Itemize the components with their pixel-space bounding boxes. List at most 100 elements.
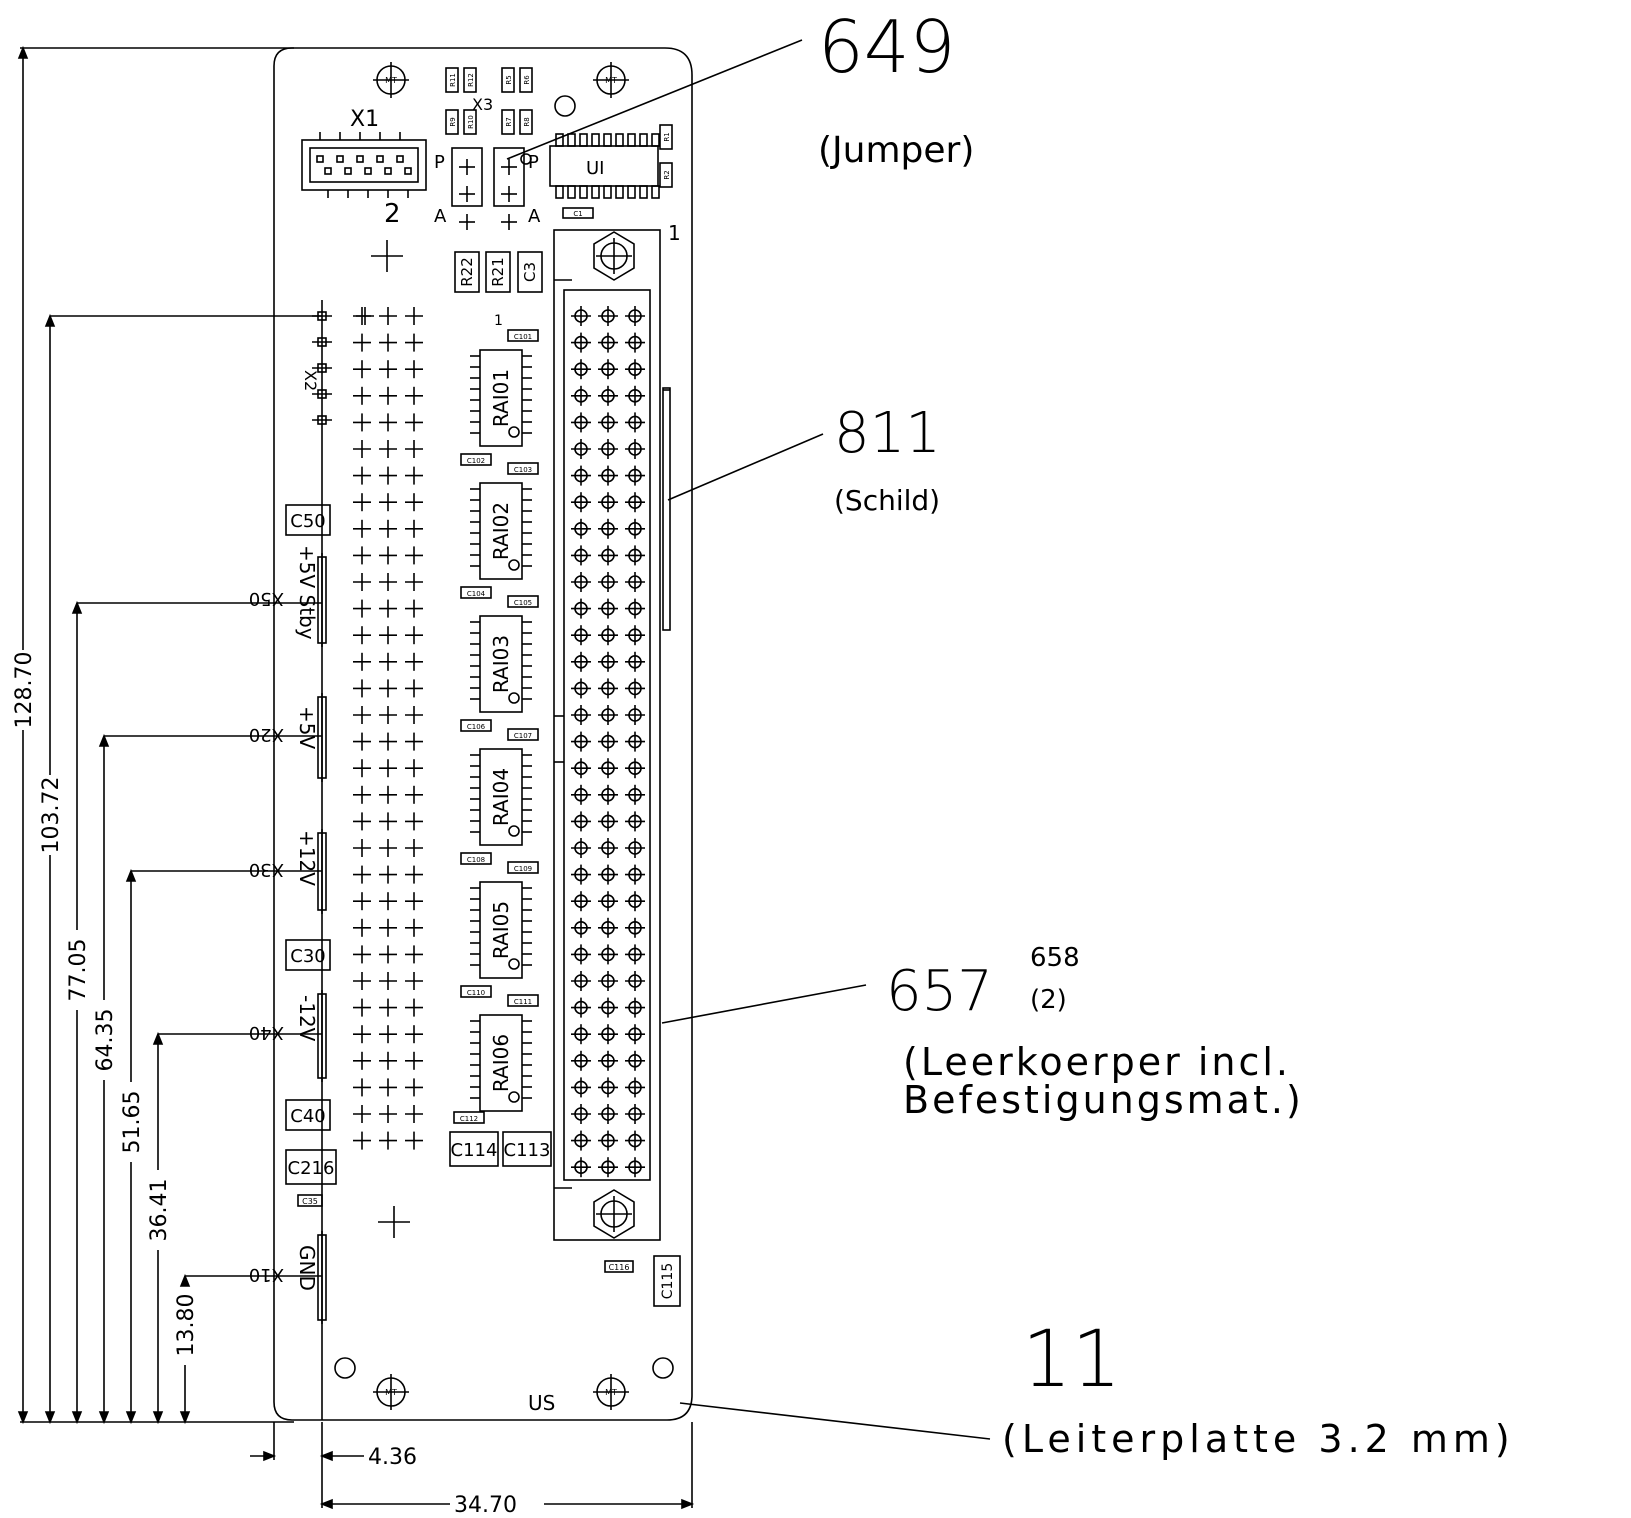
- svg-text:R21: R21: [489, 257, 507, 287]
- via-cross: [405, 599, 423, 618]
- ic-pin: [603, 185, 612, 199]
- via-cross: [353, 466, 371, 485]
- svg-text:RAI04: RAI04: [489, 768, 513, 826]
- svg-text:C116: C116: [609, 1263, 630, 1272]
- svg-text:658: 658: [1030, 943, 1080, 973]
- dim-v-128-70: 128.70: [12, 45, 37, 1425]
- via-cross: [379, 413, 397, 432]
- via-cross: [353, 839, 371, 857]
- cap-c103: C103: [507, 462, 539, 475]
- via-cross: [405, 812, 423, 831]
- x1-pin: [396, 155, 404, 163]
- small-capacitors: C101C102C103C104C105C106C107C108C109C110…: [453, 329, 539, 1124]
- crosshair-top: [371, 240, 403, 272]
- part-r21: R21: [485, 251, 511, 293]
- svg-text:C103: C103: [514, 466, 532, 474]
- via-cross: [379, 546, 397, 565]
- via-cross: [405, 333, 423, 352]
- resistor-r12: R12: [463, 67, 477, 93]
- svg-text:RAI03: RAI03: [489, 635, 513, 693]
- svg-text:X50: X50: [249, 588, 284, 609]
- cap-c101: C101: [507, 329, 539, 342]
- svg-text:X3: X3: [472, 95, 493, 114]
- svg-text:(Leerkoerper incl.: (Leerkoerper incl.: [903, 1040, 1291, 1084]
- header-pin: [571, 1157, 591, 1178]
- header-pin: [598, 811, 618, 832]
- header-pin: [571, 917, 591, 938]
- via-cross: [379, 493, 397, 512]
- header-pin: [598, 758, 618, 779]
- svg-text:C105: C105: [514, 599, 532, 607]
- cap-c35: C35: [297, 1194, 323, 1207]
- header-pin: [571, 1024, 591, 1045]
- header-pin: [625, 492, 645, 513]
- x1-pin: [384, 167, 392, 175]
- board-outline: [273, 47, 693, 1421]
- via-cross: [353, 652, 371, 671]
- svg-text:RAI01: RAI01: [489, 369, 513, 427]
- ic-pin: [579, 133, 588, 147]
- cap-c112: C112: [453, 1111, 485, 1124]
- header-pin: [625, 359, 645, 380]
- header-connector: [553, 229, 671, 1241]
- svg-text:C113: C113: [504, 1140, 551, 1161]
- cap-c102: C102: [460, 453, 492, 466]
- dim-h-4-36: 4.36: [368, 1445, 417, 1470]
- via-cross: [405, 785, 423, 804]
- ic-pin: [567, 185, 576, 199]
- svg-text:X2: X2: [301, 370, 320, 391]
- x1-pin: [404, 167, 412, 175]
- via-grid: [353, 307, 423, 1150]
- header-pin: [625, 997, 645, 1018]
- header-pin: [625, 545, 645, 566]
- cap-c113: C113: [502, 1131, 552, 1167]
- us-mark: US: [528, 1391, 555, 1415]
- header-pin: [625, 1157, 645, 1178]
- via-cross: [353, 706, 371, 724]
- svg-text:R6: R6: [523, 75, 531, 85]
- svg-text:C30: C30: [290, 946, 325, 967]
- header-pin: [625, 518, 645, 539]
- via-cross: [379, 1051, 397, 1070]
- header-pin: [625, 784, 645, 805]
- via-cross: [379, 812, 397, 831]
- via-cross: [405, 972, 423, 990]
- via-cross: [379, 945, 397, 964]
- header-pin: [625, 838, 645, 858]
- svg-text:2: 2: [384, 199, 401, 229]
- array-rai06: RAI06: [470, 1014, 532, 1112]
- cap-c106: C106: [460, 719, 492, 732]
- array-rai01: RAI01: [470, 349, 532, 447]
- via-cross: [405, 892, 423, 911]
- via-cross: [379, 785, 397, 804]
- via-cross: [405, 466, 423, 485]
- header-pin: [598, 385, 618, 406]
- header-pin: [598, 492, 618, 513]
- header-pin: [571, 598, 591, 619]
- header-pin: [598, 731, 618, 752]
- header-pin: [598, 784, 618, 805]
- header-pin: [598, 997, 618, 1018]
- resistor-r5: R5: [501, 67, 515, 93]
- header-pin: [625, 1104, 645, 1124]
- via-cross: [353, 1025, 371, 1044]
- x1-pin: [364, 167, 372, 175]
- jumper-pin: [501, 159, 517, 175]
- mounting-hole-top-left: MT: [373, 62, 409, 98]
- array-rai04: RAI04: [470, 748, 532, 846]
- via-cross: [353, 413, 371, 432]
- via-cross: [353, 493, 371, 512]
- svg-text:GND: GND: [295, 1245, 319, 1291]
- header-pin: [598, 1077, 618, 1098]
- mounting-hole-top-right: MT: [593, 62, 629, 98]
- header-pin: [625, 465, 645, 486]
- via-cross: [379, 706, 397, 724]
- header-pin: [625, 678, 645, 699]
- via-cross: [405, 307, 423, 325]
- header-pin: [571, 731, 591, 752]
- header-pin: [598, 838, 618, 858]
- header-pin: [571, 518, 591, 539]
- via-cross: [405, 360, 423, 379]
- header-pin: [571, 439, 591, 459]
